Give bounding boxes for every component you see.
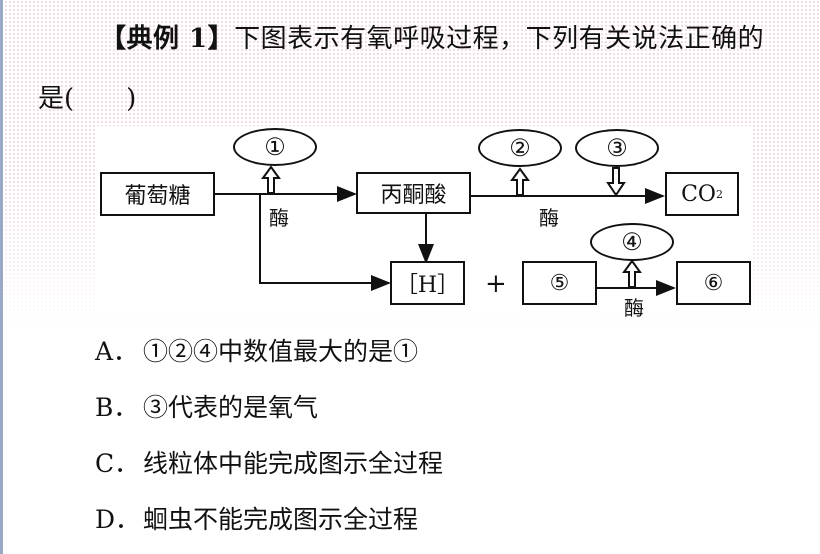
option-d[interactable]: D．蛔虫不能完成图示全过程 [95, 498, 443, 554]
node-h: ［H］ [390, 261, 465, 305]
ellipse-1: ① [233, 128, 317, 166]
hollow-arrow-up-4 [622, 259, 642, 288]
co2-label: CO [681, 181, 716, 207]
node-five: ⑤ [522, 261, 597, 305]
ellipse-4: ④ [590, 223, 674, 261]
option-letter: C． [95, 449, 140, 478]
enzyme-label-3: 酶 [624, 296, 644, 320]
question-stem-line2: 是( ) [38, 84, 137, 114]
answer-options: A．①②④中数值最大的是① B．③代表的是氧气 C．线粒体中能完成图示全过程 D… [95, 330, 443, 554]
ellipse-2: ② [478, 129, 562, 167]
hollow-arrow-up-1 [261, 165, 281, 194]
diagram-connectors [215, 165, 676, 296]
enzyme-label-2: 酶 [539, 206, 559, 230]
node-pyruvate: 丙酮酸 [356, 172, 471, 214]
hollow-arrow-up-2 [510, 167, 530, 196]
arrow-glucose-to-h [259, 194, 391, 291]
option-letter: D． [95, 505, 141, 534]
question-stem-line1: 【典例 1】下图表示有氧呼吸过程，下列有关说法正确的 [100, 18, 764, 55]
node-glucose: 葡萄糖 [100, 172, 215, 216]
co2-subscript: 2 [715, 187, 723, 201]
option-text: ③代表的是氧气 [143, 393, 319, 422]
enzyme-label-1: 酶 [269, 206, 289, 230]
option-letter: B． [95, 393, 139, 422]
option-text: ①②④中数值最大的是① [143, 337, 419, 366]
option-text: 蛔虫不能完成图示全过程 [143, 505, 419, 534]
option-b[interactable]: B．③代表的是氧气 [95, 386, 443, 442]
left-border [0, 0, 3, 554]
question-tag: 【典例 1】 [100, 24, 235, 54]
option-letter: A． [95, 337, 139, 366]
plus-sign: + [485, 269, 507, 299]
option-c[interactable]: C．线粒体中能完成图示全过程 [95, 442, 443, 498]
option-text: 线粒体中能完成图示全过程 [143, 449, 444, 478]
hollow-arrow-down-3 [606, 167, 626, 197]
ellipse-3: ③ [575, 129, 659, 167]
question-stem-text: 下图表示有氧呼吸过程，下列有关说法正确的 [234, 24, 765, 54]
node-six: ⑥ [676, 261, 751, 305]
option-a[interactable]: A．①②④中数值最大的是① [95, 330, 443, 386]
